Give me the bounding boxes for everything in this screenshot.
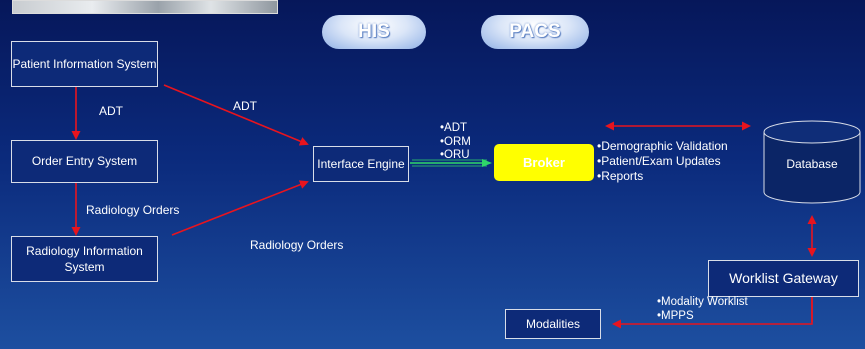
list-item: Modality Worklist xyxy=(657,296,748,310)
list-item: MPPS xyxy=(657,310,748,324)
worklist-gateway-node: Worklist Gateway xyxy=(708,260,859,297)
interface-engine-label: Interface Engine xyxy=(317,156,405,171)
order-entry-system-node: Order Entry System xyxy=(11,140,158,183)
broker-node: Broker xyxy=(494,144,594,181)
patient-information-system-node: Patient Information System xyxy=(11,41,158,87)
header-photo xyxy=(12,0,278,14)
pacs-badge: PACS xyxy=(481,15,589,49)
broker-services-list: Demographic Validation Patient/Exam Upda… xyxy=(597,139,728,184)
engine-to-broker-messages: ADT ORM ORU xyxy=(440,122,471,161)
list-item: ORM xyxy=(440,136,471,150)
database-label: Database xyxy=(786,157,838,171)
arrow-ris-to-engine xyxy=(171,180,309,236)
list-item: Demographic Validation xyxy=(597,139,728,154)
interface-engine-node: Interface Engine xyxy=(313,146,409,182)
radiology-information-system-node: Radiology Information System xyxy=(11,236,158,282)
his-badge: HIS xyxy=(322,15,426,49)
list-item: Reports xyxy=(597,169,728,184)
worklist-gateway-label: Worklist Gateway xyxy=(729,270,838,287)
adt-vertical-label: ADT xyxy=(99,104,123,118)
modalities-node: Modalities xyxy=(505,309,601,339)
gateway-to-modalities-messages: Modality Worklist MPPS xyxy=(657,296,748,323)
database-cylinder xyxy=(763,120,861,204)
radiology-orders-diagonal-label: Radiology Orders xyxy=(250,238,344,252)
order-entry-system-label: Order Entry System xyxy=(31,154,138,169)
list-item: Patient/Exam Updates xyxy=(597,154,728,169)
list-item: ADT xyxy=(440,122,471,136)
radiology-information-system-label: Radiology Information System xyxy=(26,243,143,274)
list-item: ORU xyxy=(440,149,471,161)
modalities-label: Modalities xyxy=(525,316,581,331)
radiology-orders-vertical-label: Radiology Orders xyxy=(86,203,180,217)
adt-diagonal-label: ADT xyxy=(233,99,257,113)
patient-information-system-label: Patient Information System xyxy=(12,56,157,71)
arrow-pis-to-engine xyxy=(163,84,309,146)
